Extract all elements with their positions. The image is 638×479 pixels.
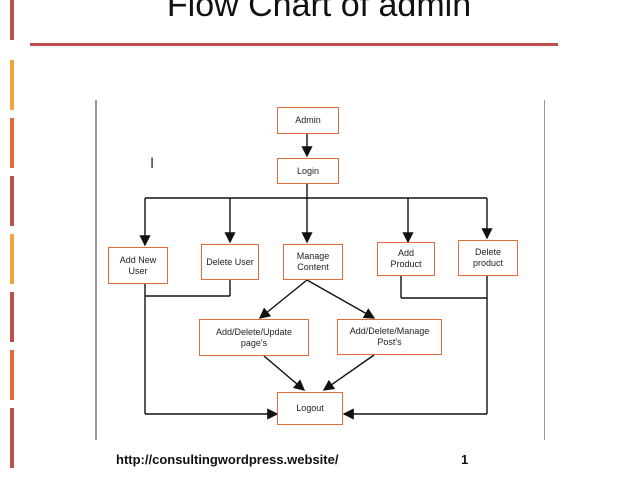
left-decorative-bar: [0, 0, 30, 479]
logout-node: Logout: [277, 392, 343, 425]
add-delete-manage-posts-node: Add/Delete/Manage Post's: [337, 319, 442, 355]
admin-node: Admin: [277, 107, 339, 134]
page-number: 1: [461, 452, 469, 467]
delete-product-node: Delete product: [458, 240, 518, 276]
slide-title: Flow Chart of admin: [166, 0, 472, 24]
add-product-node: Add Product: [377, 242, 435, 276]
flowchart: Admin Login Add New User Delete User Man…: [94, 100, 545, 440]
title-divider: [30, 43, 558, 46]
footer-url[interactable]: http://consultingwordpress.website/: [116, 452, 339, 467]
manage-content-node: Manage Content: [283, 244, 343, 280]
delete-user-node: Delete User: [201, 244, 259, 280]
login-node: Login: [277, 158, 339, 184]
add-delete-update-pages-node: Add/Delete/Update page's: [199, 319, 309, 356]
text-cursor-glyph: I: [150, 156, 155, 172]
flowchart-connectors: [95, 100, 545, 440]
add-new-user-node: Add New User: [108, 247, 168, 284]
